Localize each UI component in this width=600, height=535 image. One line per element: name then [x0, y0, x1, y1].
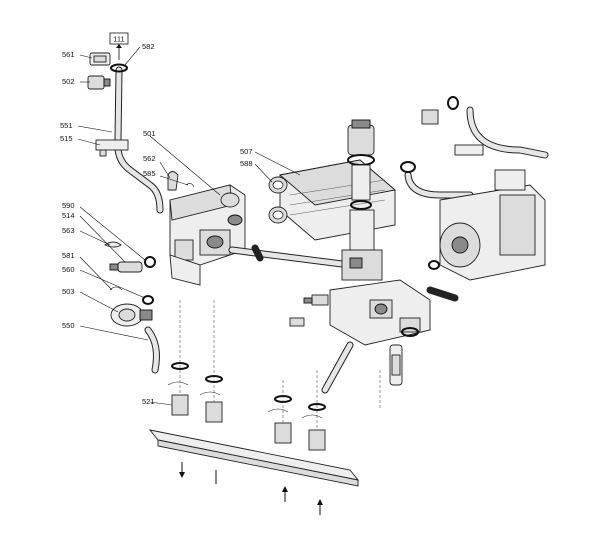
pump-assembly — [439, 169, 546, 281]
oring-560 — [142, 295, 154, 305]
label-582: 582 — [142, 42, 155, 51]
label-521: 521 — [142, 397, 155, 406]
gasket-set-588 — [268, 176, 288, 224]
reference-box-111: 111 — [109, 32, 129, 60]
pipe-550 — [144, 326, 160, 374]
pipe-elbow-right — [400, 161, 474, 199]
clip-563 — [104, 241, 122, 248]
oring-590 — [144, 256, 156, 268]
clip-561 — [89, 52, 111, 66]
label-590: 590 — [62, 201, 75, 210]
lower-manifold — [329, 279, 431, 346]
label-563: 563 — [62, 226, 75, 235]
bottom-connectors-521 — [171, 394, 326, 451]
central-valve-column — [341, 119, 383, 281]
sensor-left — [303, 294, 329, 306]
reference-box-label: 111 — [113, 35, 124, 44]
leader-lines — [77, 46, 301, 406]
clip-right — [454, 144, 484, 156]
label-507: 507 — [240, 147, 253, 156]
label-550: 550 — [62, 321, 75, 330]
label-581: 581 — [62, 251, 75, 260]
flow-arrow-4 — [317, 499, 323, 515]
hydraulic-block-501 — [169, 184, 246, 286]
label-514: 514 — [62, 211, 75, 220]
valve-503 — [110, 303, 153, 327]
label-588: 588 — [240, 159, 253, 168]
drain-cock — [389, 344, 403, 386]
label-560: 560 — [62, 265, 75, 274]
oring-right-top — [447, 96, 459, 110]
label-501: 501 — [143, 129, 156, 138]
label-585: 585 — [143, 169, 156, 178]
sensor-small — [289, 317, 305, 327]
bottom-washers — [171, 362, 326, 411]
sensor-502 — [87, 75, 111, 90]
mounting-rail — [148, 429, 360, 487]
flow-arrow-3 — [282, 486, 288, 502]
part-labels: 561 502 551 515 501 562 585 590 514 563 … — [60, 42, 253, 406]
valve-514 — [109, 261, 143, 273]
connector-pipe — [228, 244, 354, 269]
bracket-515 — [95, 139, 129, 157]
fitting-562 — [167, 171, 179, 191]
label-551: 551 — [60, 121, 73, 130]
pipe-to-manifold — [426, 260, 459, 302]
label-503: 503 — [62, 287, 75, 296]
label-515: 515 — [60, 134, 73, 143]
flow-arrow-1 — [179, 462, 185, 478]
clip-585 — [185, 183, 195, 188]
bottom-clips — [167, 381, 323, 419]
pipe-right-top — [466, 106, 549, 159]
label-502: 502 — [62, 77, 75, 86]
sensor-right-top — [421, 109, 439, 125]
label-562: 562 — [143, 154, 156, 163]
oring-582 — [110, 63, 128, 73]
alignment-lines — [179, 300, 381, 430]
diagonal-fitting — [321, 341, 354, 394]
label-561: 561 — [62, 50, 75, 59]
heat-exchanger-507 — [278, 159, 397, 241]
